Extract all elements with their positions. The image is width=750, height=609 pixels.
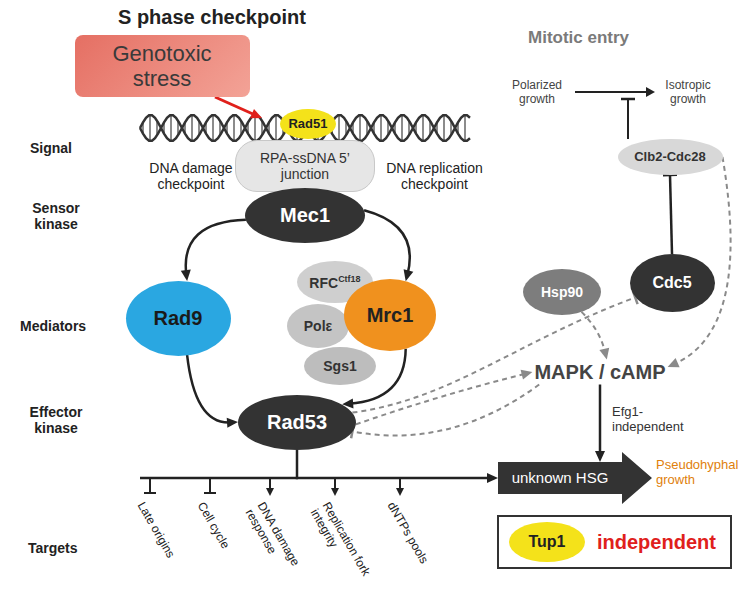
- connector: [187, 355, 238, 428]
- arrow-head: [668, 358, 680, 367]
- node-text: Hsp90: [541, 284, 583, 300]
- connector: [364, 210, 413, 281]
- mediator-ellipse: Mrc1: [344, 279, 436, 351]
- connector: [582, 312, 610, 360]
- arrow-head: [599, 348, 609, 360]
- label: Mediators: [20, 318, 86, 334]
- label: Targets: [28, 540, 78, 556]
- connector: [297, 450, 498, 484]
- node-text: Rad53: [267, 411, 327, 433]
- connector: [181, 220, 246, 281]
- target-label: DNA damage response: [242, 500, 306, 583]
- kinase-ellipse: Mec1: [245, 188, 365, 243]
- node-text: Mrc1: [367, 304, 414, 326]
- stress-box: Genotoxic stress: [75, 35, 250, 98]
- pathway-label: MAPK / cAMP: [532, 360, 667, 385]
- mediator-ellipse: Rad9: [126, 281, 231, 356]
- target-ticks: [144, 478, 404, 496]
- connector-line: [352, 298, 635, 413]
- connector: [351, 385, 539, 439]
- arrow-head: [181, 270, 191, 282]
- node-text: RPA-ssDNA 5’ junction: [260, 150, 350, 182]
- stress-arrow: [215, 97, 254, 115]
- target-label: dNTPs pools: [384, 500, 446, 594]
- node-text: Mec1: [280, 204, 330, 226]
- node-text: Cdc5: [652, 274, 691, 291]
- arrow-head: [227, 418, 238, 428]
- chaperone-ellipse: Hsp90: [523, 269, 601, 315]
- connector: [356, 370, 533, 425]
- label: Sensor kinase: [14, 200, 98, 232]
- arrow-head: [250, 109, 262, 118]
- connector: [595, 385, 605, 463]
- node-text: Tup1: [528, 533, 565, 550]
- kinase-ellipse: Cdc5: [630, 254, 715, 312]
- arrow-head: [521, 370, 533, 380]
- arrow-head: [595, 451, 605, 462]
- node-text: unknown HSG: [512, 469, 609, 486]
- target-label: Late origins: [134, 500, 196, 594]
- label: DNA damage checkpoint: [132, 160, 250, 192]
- kinase-ellipse: Rad53: [238, 395, 356, 450]
- label: Signal: [30, 140, 72, 156]
- growth-arrow: [575, 91, 648, 93]
- connector-line: [356, 374, 526, 425]
- node-text: Genotoxic stress: [112, 41, 211, 91]
- connector-line: [364, 210, 410, 274]
- label: Pseudohyphal growth: [656, 458, 744, 488]
- label: Mitotic entry: [528, 28, 629, 48]
- node-text: Rad51: [288, 116, 327, 131]
- connector: [663, 175, 677, 254]
- mediator-ellipse: Sgs1: [304, 347, 376, 385]
- protein-ellipse: Tup1: [509, 522, 585, 562]
- label: Effector kinase: [14, 404, 98, 436]
- node-text: Sgs1: [323, 358, 356, 374]
- node-text: Rad9: [154, 307, 203, 329]
- connector-line: [599, 385, 602, 456]
- node-text: Polε: [304, 318, 332, 334]
- label: DNA replication checkpoint: [372, 160, 497, 192]
- edge-label: Efg1-independent: [612, 405, 692, 435]
- inhibit-line: [627, 99, 629, 139]
- signal-blob: RPA-ssDNA 5’ junction: [235, 140, 375, 192]
- label: Polarized growth: [497, 79, 577, 107]
- connector-line: [186, 220, 246, 274]
- target-label: Replication fork integrity: [307, 500, 381, 600]
- connector-line: [670, 175, 672, 254]
- connector: [352, 291, 637, 413]
- connector-line: [187, 355, 231, 423]
- node-text: Clb2-Cdc28: [634, 149, 706, 164]
- complex-ellipse: Clb2-Cdc28: [618, 139, 723, 175]
- label: Isotropic growth: [648, 79, 728, 107]
- arrow-head: [404, 269, 414, 281]
- node-text: Ctf18: [338, 274, 361, 284]
- connector-line: [297, 450, 491, 479]
- note-box: independent Tup1: [497, 515, 732, 569]
- protein-ellipse: Rad51: [280, 109, 335, 139]
- connector-line: [582, 312, 606, 353]
- inhibit-bar: [621, 98, 635, 101]
- node-text: independent: [597, 531, 716, 553]
- node-text: RFC: [309, 274, 338, 290]
- connector-line: [352, 385, 539, 436]
- mediator-ellipse: Polε: [287, 304, 349, 348]
- node-text: MAPK / cAMP: [534, 361, 665, 383]
- arrow-head: [487, 473, 498, 483]
- gene-arrow: unknown HSG: [498, 452, 652, 504]
- arrow-head: [646, 87, 655, 97]
- title: S phase checkpoint: [118, 6, 306, 29]
- target-line: [140, 477, 298, 480]
